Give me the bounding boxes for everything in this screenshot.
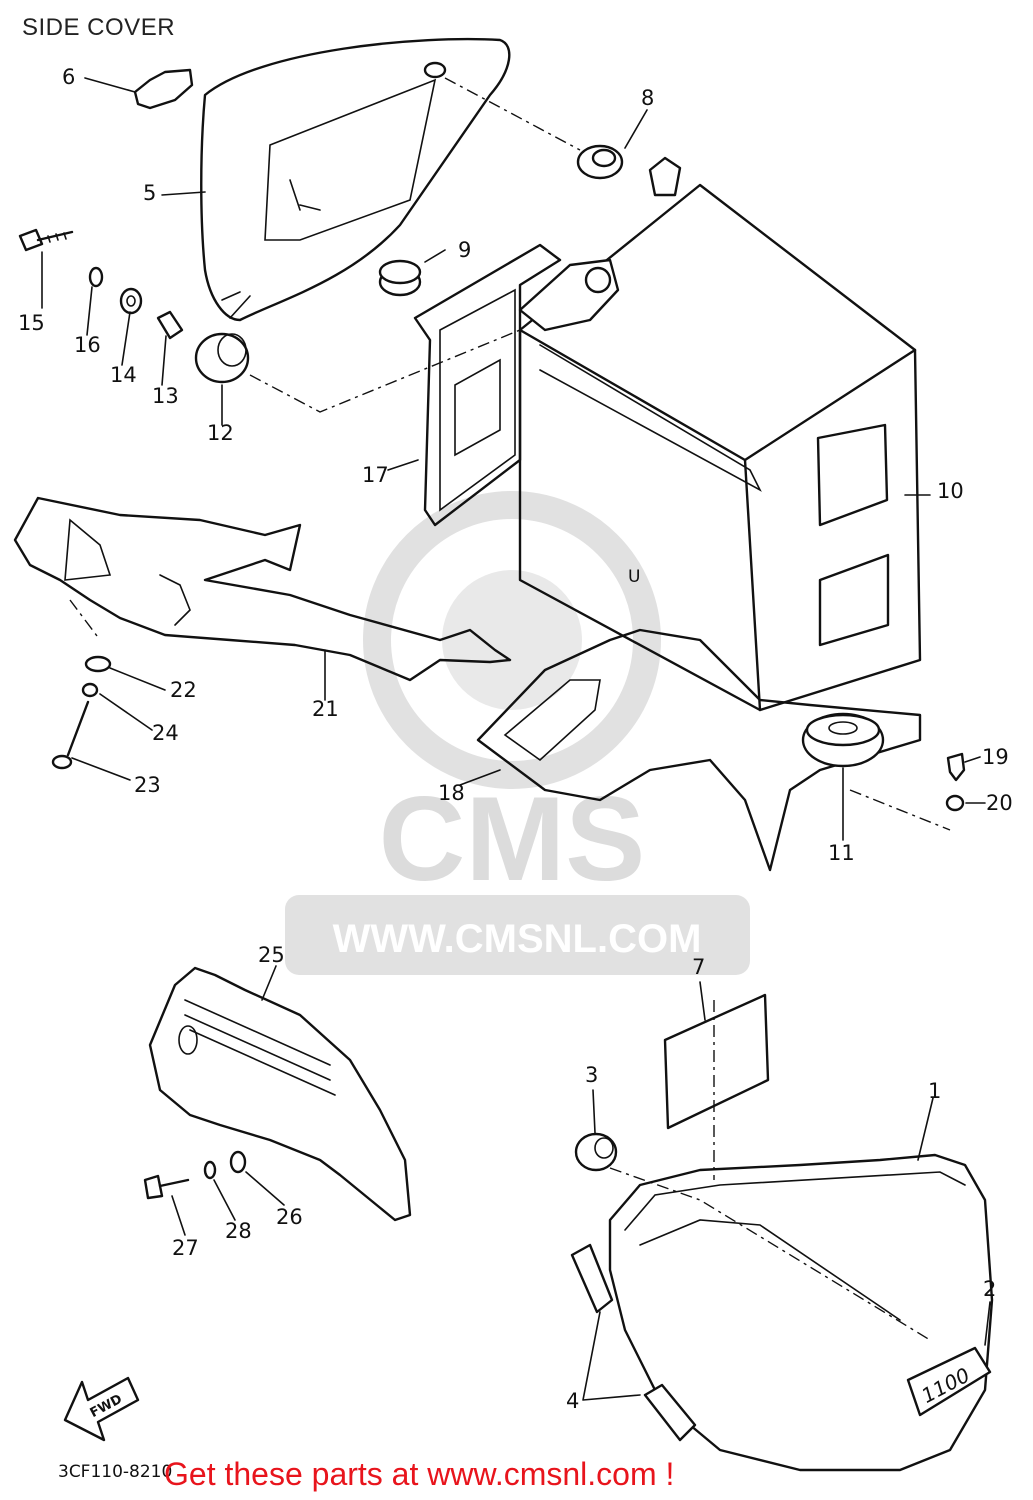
diagram-code: 3CF110-8210 [58, 1462, 172, 1482]
lower-cover-25 [148, 966, 412, 1222]
washer-16 [88, 266, 104, 288]
part-label: 12 [207, 421, 234, 445]
part-label: 1 [928, 1079, 941, 1103]
part-label: 8 [641, 86, 654, 110]
guard-21 [13, 496, 512, 682]
bolt-23 [51, 700, 90, 770]
part-label: 3 [585, 1063, 598, 1087]
part-label: 21 [312, 697, 339, 721]
part-label: 4 [566, 1389, 579, 1413]
cms-watermark: CMS WWW.CMSNL.COM [285, 491, 750, 975]
part-label: 28 [225, 1219, 252, 1243]
part-label: 2 [983, 1277, 996, 1301]
page-title: SIDE COVER [22, 14, 176, 41]
washer-22 [84, 655, 112, 673]
part-label: 25 [258, 943, 285, 967]
part-label: 15 [18, 311, 45, 335]
footer-cta: Get these parts at www.cmsnl.com ! [164, 1456, 675, 1492]
part-label: 5 [143, 181, 156, 205]
part-label: 17 [362, 463, 389, 487]
part-label: 10 [937, 479, 964, 503]
part-label: 13 [152, 384, 179, 408]
screw-27 [143, 1174, 190, 1200]
battery-box-10: U [518, 156, 922, 712]
grommet-8 [576, 144, 624, 180]
damper-4b [643, 1383, 697, 1442]
part-label: 18 [438, 781, 465, 805]
part-label: 22 [170, 678, 197, 702]
nut-20 [945, 794, 965, 812]
pad-part [133, 68, 194, 110]
centerlines [69, 77, 951, 1341]
damper-11 [801, 712, 885, 768]
emblem-2: 1100 [906, 1346, 992, 1417]
washer-26 [229, 1150, 247, 1174]
part-label: 26 [276, 1205, 303, 1229]
rear-side-cover-part [200, 37, 511, 322]
part-label: 16 [74, 333, 101, 357]
damper-4a [570, 1243, 614, 1314]
part-label: 9 [458, 238, 471, 262]
collar-13 [156, 310, 184, 340]
part-label: 7 [692, 955, 705, 979]
part-label: 23 [134, 773, 161, 797]
grommet-9 [378, 259, 422, 297]
part-label: 19 [982, 745, 1009, 769]
forward-arrow: FWD [63, 1376, 140, 1442]
nut-24 [81, 682, 99, 698]
part-label: 20 [986, 791, 1013, 815]
washer-14 [119, 287, 143, 315]
part-label: 14 [110, 363, 137, 387]
watermark-url: WWW.CMSNL.COM [333, 917, 702, 961]
bolt-15 [18, 228, 74, 252]
bracket-17 [413, 243, 562, 527]
part-label: 11 [828, 841, 855, 865]
screw-19 [946, 752, 966, 782]
svg-text:U: U [628, 567, 640, 587]
grommet-3 [574, 1132, 618, 1172]
watermark-brand: CMS [379, 772, 646, 906]
washer-28 [203, 1160, 217, 1180]
part-label: 24 [152, 721, 179, 745]
part-number-labels: 1 2 3 4 5 6 7 8 9 10 11 12 13 14 15 16 1… [18, 65, 1013, 1413]
grommet-12 [194, 332, 250, 384]
label-7 [663, 993, 770, 1130]
leader-lines [41, 77, 991, 1401]
part-label: 27 [172, 1236, 199, 1260]
part-label: 6 [62, 65, 75, 89]
